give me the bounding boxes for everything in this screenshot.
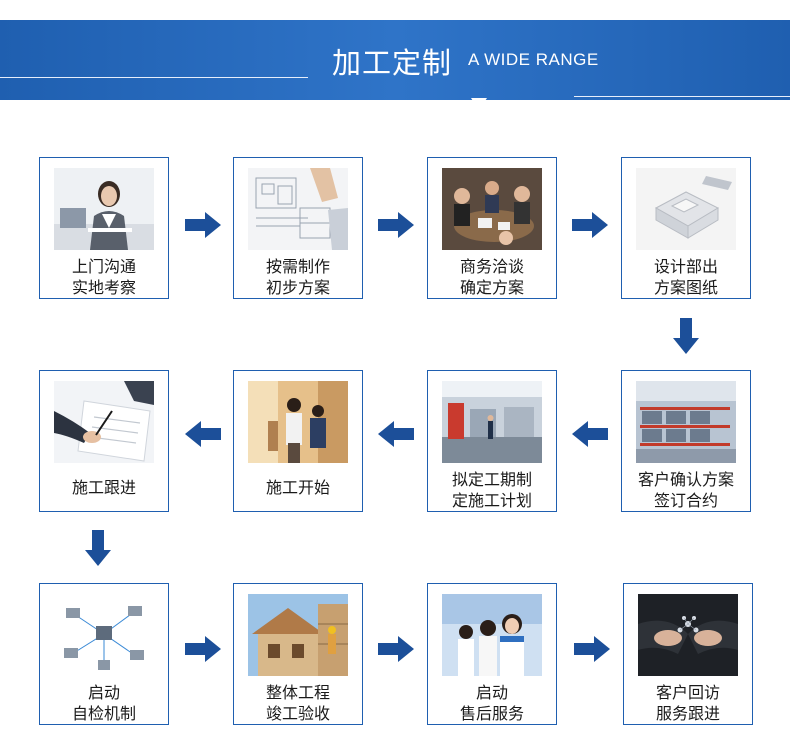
network-diagram-photo [54,594,154,676]
step-card-12: 客户回访 服务跟进 [623,583,753,725]
step-label: 施工开始 [265,478,330,497]
step-card-4: 设计部出 方案图纸 [621,157,751,299]
step-card-3: 商务洽谈 确定方案 [427,157,557,299]
arrow-right-icon [574,636,610,662]
house-construction-photo [248,594,348,676]
arrow-left-icon [185,421,221,447]
arrow-down-icon [85,530,111,566]
step-label: 设计部出 方案图纸 [653,257,718,297]
step-card-10: 整体工程 竣工验收 [233,583,363,725]
3d-model-photo [636,168,736,250]
step-label: 启动 自检机制 [71,683,136,723]
step-label: 整体工程 竣工验收 [265,683,330,723]
warehouse-photo [636,381,736,463]
arrow-right-icon [572,212,608,238]
step-label: 客户确认方案 签订合约 [637,470,734,510]
step-card-9: 启动 自检机制 [39,583,169,725]
step-card-1: 上门沟通 实地考察 [39,157,169,299]
step-card-8: 施工跟进 [39,370,169,512]
factory-floor-photo [442,381,542,463]
header-divider-right [574,96,790,97]
arrow-right-icon [185,212,221,238]
blueprint-photo [248,168,348,250]
step-label: 上门沟通 实地考察 [71,257,136,297]
header-title: 加工定制 [332,46,453,80]
step-card-7: 施工开始 [233,370,363,512]
header-banner: 加工定制 A WIDE RANGE [0,20,790,110]
step-label: 拟定工期制 定施工计划 [451,470,532,510]
step-card-2: 按需制作 初步方案 [233,157,363,299]
step-label: 客户回访 服务跟进 [655,683,720,723]
customer-service-photo [54,168,154,250]
signing-contract-photo [54,381,154,463]
hands-network-photo [638,594,738,676]
arrow-right-icon [185,636,221,662]
support-team-photo [442,594,542,676]
arrow-right-icon [378,636,414,662]
step-label: 施工跟进 [71,478,136,497]
arrow-down-icon [673,318,699,354]
arrow-right-icon [378,212,414,238]
construction-interior-photo [248,381,348,463]
header-divider-left [0,77,308,78]
step-card-6: 拟定工期制 定施工计划 [427,370,557,512]
triangle-down-icon [471,98,487,110]
step-label: 按需制作 初步方案 [265,257,330,297]
header-subtitle: A WIDE RANGE [468,50,599,69]
arrow-left-icon [572,421,608,447]
step-card-11: 启动 售后服务 [427,583,557,725]
arrow-left-icon [378,421,414,447]
step-label: 商务洽谈 确定方案 [459,257,524,297]
step-label: 启动 售后服务 [459,683,524,723]
step-card-5: 客户确认方案 签订合约 [621,370,751,512]
business-meeting-photo [442,168,542,250]
